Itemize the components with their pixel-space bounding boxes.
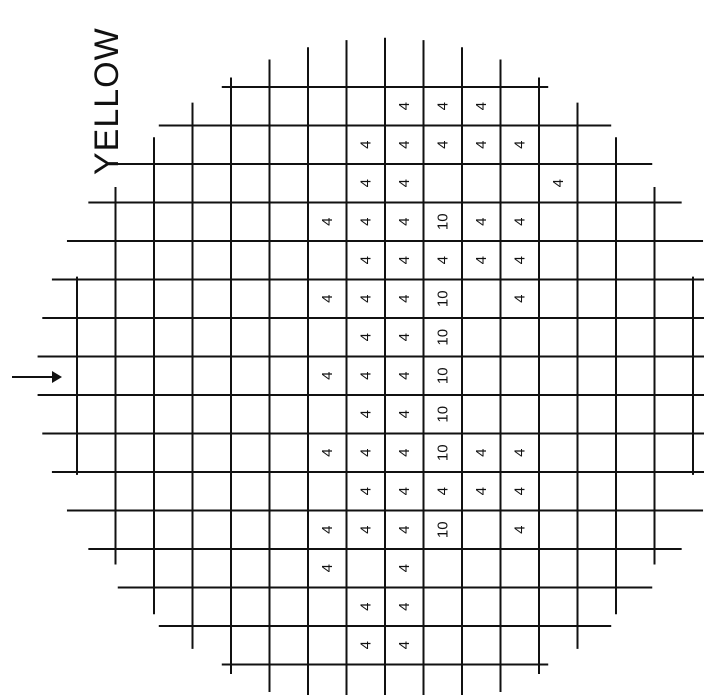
wafer-cell-value: 4: [357, 295, 374, 303]
wafer-cell-value: 4: [357, 449, 374, 457]
wafer-cell-value: 4: [511, 487, 528, 495]
wafer-cell-value: 4: [357, 641, 374, 649]
wafer-cell-value: 4: [357, 218, 374, 226]
wafer-cell-value: 4: [396, 603, 413, 611]
wafer-grid-lines: [37, 37, 704, 695]
wafer-cell-value: 4: [396, 564, 413, 572]
wafer-cell-value: 4: [473, 141, 490, 149]
wafer-cell-value: 4: [434, 102, 451, 110]
wafer-cell-value: 4: [511, 449, 528, 457]
wafer-cell-value: 4: [357, 141, 374, 149]
wafer-cell-value: 10: [434, 406, 451, 423]
wafer-cell-value: 4: [473, 218, 490, 226]
wafer-cell-value: 4: [357, 179, 374, 187]
wafer-cell-value: 4: [357, 372, 374, 380]
wafer-cell-value: 4: [511, 256, 528, 264]
row-indicator-arrow-icon: [12, 371, 62, 383]
wafer-cell-value: 4: [473, 449, 490, 457]
wafer-cell-value: 4: [434, 141, 451, 149]
wafer-cell-value: 4: [396, 526, 413, 534]
wafer-cell-value: 4: [357, 603, 374, 611]
wafer-cell-value: 10: [434, 290, 451, 307]
wafer-cell-value: 4: [319, 295, 336, 303]
wafer-cell-value: 4: [396, 141, 413, 149]
wafer-cell-value: 4: [357, 487, 374, 495]
wafer-cell-value: 4: [396, 179, 413, 187]
wafer-cell-value: 4: [319, 218, 336, 226]
wafer-cell-value: 4: [396, 372, 413, 380]
wafer-title: YELLOW: [88, 27, 126, 175]
wafer-cell-value: 10: [434, 213, 451, 230]
wafer-cell-value: 4: [473, 256, 490, 264]
wafer-cell-value: 4: [473, 487, 490, 495]
wafer-cell-value: 4: [511, 218, 528, 226]
wafer-cell-value: 4: [434, 256, 451, 264]
wafer-cell-value: 10: [434, 521, 451, 538]
wafer-cell-value: 10: [434, 367, 451, 384]
wafer-cell-value: 4: [434, 487, 451, 495]
wafer-cell-value: 4: [511, 295, 528, 303]
wafer-cell-labels: 4 4 4 4 4 4 4 4 4 4 4 4 4 4 10 4 4 4 4 4 4 4 4 4 4 10 4 4 4 10 4 4 4 10 4 4…: [319, 102, 567, 649]
wafer-cell-value: 10: [434, 444, 451, 461]
wafer-cell-value: 4: [357, 526, 374, 534]
wafer-cell-value: 4: [473, 102, 490, 110]
wafer-cell-value: 4: [396, 487, 413, 495]
wafer-cell-value: 4: [319, 526, 336, 534]
wafer-cell-value: 4: [550, 179, 567, 187]
wafer-cell-value: 4: [319, 449, 336, 457]
wafer-cell-value: 4: [511, 141, 528, 149]
wafer-cell-value: 4: [357, 410, 374, 418]
wafer-cell-value: 4: [396, 218, 413, 226]
wafer-cell-value: 4: [319, 564, 336, 572]
wafer-cell-value: 4: [396, 256, 413, 264]
wafer-cell-value: 4: [357, 256, 374, 264]
wafer-cell-value: 4: [396, 295, 413, 303]
wafer-cell-value: 4: [319, 372, 336, 380]
wafer-cell-value: 4: [396, 410, 413, 418]
wafer-cell-value: 10: [434, 329, 451, 346]
wafer-cell-value: 4: [396, 449, 413, 457]
wafer-cell-value: 4: [396, 102, 413, 110]
wafer-cell-value: 4: [357, 333, 374, 341]
wafer-cell-value: 4: [396, 641, 413, 649]
wafer-cell-value: 4: [396, 333, 413, 341]
wafer-cell-value: 4: [511, 526, 528, 534]
